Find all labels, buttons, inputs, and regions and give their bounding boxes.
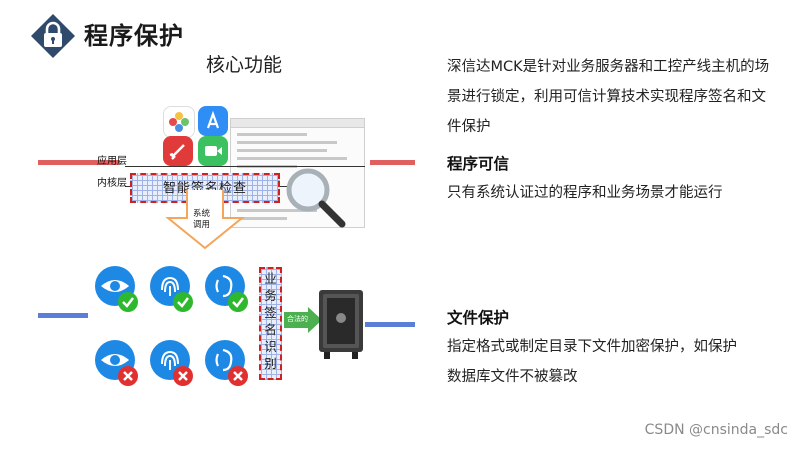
cross-icon: [118, 366, 138, 386]
program-trust-text: 只有系统认证过的程序和业务场景才能运行: [447, 185, 723, 201]
page-title: 程序保护: [84, 22, 184, 50]
kernel-layer-label: 内核层: [97, 178, 127, 189]
signature-check-label: 智能签名检查: [162, 181, 247, 196]
safe-arrow-label: 合法的: [287, 315, 308, 323]
section-subtitle: 核心功能: [206, 54, 283, 76]
system-call-arrow: [165, 190, 245, 250]
business-signature-char: 签: [264, 305, 277, 320]
lock-icon: [31, 14, 75, 58]
cross-icon: [173, 366, 193, 386]
facetime-icon: [198, 136, 228, 166]
blue-accent-bar-right: [365, 322, 415, 327]
business-signature-char: 别: [264, 356, 277, 371]
red-accent-bar-left: [38, 160, 120, 165]
green-arrow: [284, 307, 322, 333]
check-icon: [173, 292, 193, 312]
business-signature-label: 业 务 签 名 识 别: [259, 270, 282, 372]
business-signature-char: 识: [264, 339, 277, 354]
business-signature-char: 业: [264, 271, 277, 286]
file-protection-text: 指定格式或制定目录下文件加密保护，如保护数据库文件不被篡改: [447, 339, 737, 385]
safe-icon: [319, 290, 363, 359]
app-layer-label: 应用层: [97, 156, 127, 167]
app-store-icon: [198, 106, 228, 136]
file-protection-heading: 文件保护: [447, 309, 510, 327]
red-accent-bar-right: [370, 160, 415, 165]
check-icon: [228, 292, 248, 312]
check-icon: [118, 292, 138, 312]
product-description: 深信达MCK是针对业务服务器和工控产线主机的场景进行锁定，利用可信计算技术实现程…: [447, 59, 770, 135]
business-signature-box: [259, 267, 282, 380]
rocket-icon: [163, 136, 193, 166]
cross-icon: [228, 366, 248, 386]
system-call-label-line1: 系统: [193, 209, 211, 219]
blue-accent-bar-left: [38, 313, 88, 318]
system-call-label-line2: 调用: [193, 220, 211, 230]
magnifier-icon: [286, 168, 346, 228]
app-layer-line: [125, 166, 365, 167]
photos-icon: [163, 106, 195, 138]
business-signature-char: 名: [264, 322, 277, 337]
business-signature-char: 务: [264, 288, 277, 303]
watermark: CSDN @cnsinda_sdc: [644, 422, 788, 438]
system-call-label: 系统 调用: [193, 209, 210, 231]
program-trust-heading: 程序可信: [447, 155, 510, 173]
